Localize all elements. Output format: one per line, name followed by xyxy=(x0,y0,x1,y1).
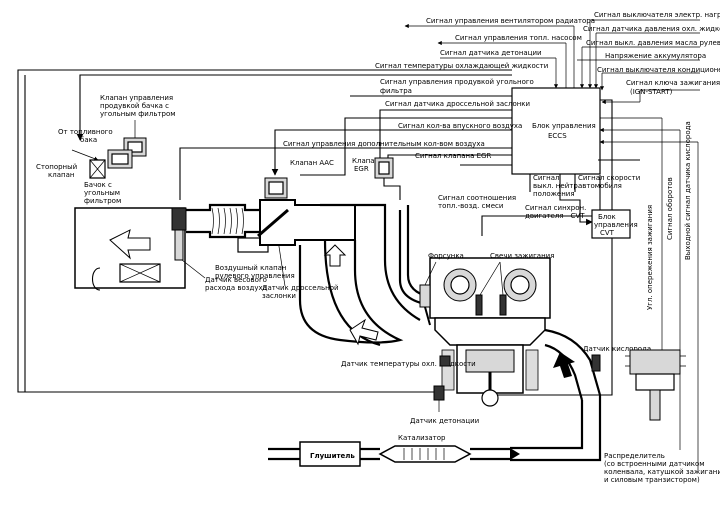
label-coolant-temp: Сигнал температуры охлаждающей жидкости xyxy=(375,62,548,70)
label-fuel-pump: Сигнал управления топл. насосом xyxy=(455,34,582,42)
label-canister-1: Бачок с xyxy=(84,181,112,189)
label-knock-signal: Сигнал датчика детонации xyxy=(440,49,542,57)
label-egr-valve-2: EGR xyxy=(354,165,369,173)
label-egr-valve-1: Клапан xyxy=(352,157,379,165)
label-purge-valve-1: Клапан управления xyxy=(100,94,173,102)
label-sync-1: Сигнал синхрон. xyxy=(525,204,586,212)
distributor xyxy=(625,349,686,421)
coolant-sensor xyxy=(439,355,451,367)
label-distributor-1: Распределитель xyxy=(604,452,665,460)
label-load-switch: Сигнал выключателя электр. нагрузки xyxy=(594,11,720,19)
oxygen-sensor xyxy=(591,354,601,372)
label-distributor-4: и силовым транзистором) xyxy=(604,476,700,484)
label-cvt-3: CVT xyxy=(600,229,615,237)
label-ignition-advance: Угл. опережения зажигания xyxy=(646,205,654,310)
label-battery: Напряжение аккумулятора xyxy=(605,52,706,60)
label-fan-signal: Сигнал управления вентилятором радиатора xyxy=(426,17,595,25)
label-aac-valve: Клапан ААС xyxy=(290,159,334,167)
ecu-label-1: Блок управления xyxy=(532,122,596,130)
air-filter xyxy=(74,207,186,291)
intake-manifold xyxy=(298,203,421,347)
label-speed-1: Сигнал скорости xyxy=(578,174,640,182)
label-airflow-signal: Сигнал кол-ва впускного воздуха xyxy=(398,122,522,130)
label-neutral-3: положения xyxy=(533,190,575,198)
label-throttle-signal: Сигнал датчика дроссельной заслонки xyxy=(385,100,530,108)
canister xyxy=(71,149,133,179)
throttle-body xyxy=(257,199,356,246)
label-fluid-pressure: Сигнал датчика давления охл. жидкости xyxy=(583,25,720,33)
engine-cylinder xyxy=(429,257,551,407)
label-purge-signal-2: фильтра xyxy=(380,87,412,95)
cvt-box xyxy=(591,209,631,239)
label-stop-valve-1: Стопорный xyxy=(36,163,77,171)
label-purge-valve-3: угольным фильтром xyxy=(100,110,176,118)
label-muffler: Глушитель xyxy=(310,452,355,460)
label-maf-2: расхода воздуха xyxy=(205,284,267,292)
label-catalyst: Катализатор xyxy=(398,434,446,442)
label-ratio-1: Сигнал соотношения xyxy=(438,194,516,202)
label-cvt-2: управления xyxy=(594,221,638,229)
label-stop-valve-2: клапан xyxy=(48,171,74,179)
signal-lines-right xyxy=(404,19,700,470)
label-oxygen-sensor: Датчик кислорода xyxy=(583,345,651,353)
label-distributor-3: коленвала, катушкой зажигания xyxy=(604,468,720,476)
label-steering-air-1: Воздушный клапан xyxy=(215,264,287,272)
label-canister-3: фильтром xyxy=(84,197,121,205)
label-purge-signal-1: Сигнал управления продувкой угольного xyxy=(380,78,534,86)
label-sync-2: двигателя - CVT xyxy=(525,212,585,220)
label-ac-switch: Сигнал выключателя кондиционера xyxy=(597,66,720,74)
label-canister-2: угольным xyxy=(84,189,120,197)
label-injector: Форсунка xyxy=(428,252,464,260)
label-neutral-1: Сигнал xyxy=(533,174,559,182)
label-steering-oil: Сигнал выкл. давления масла рулев. упр. xyxy=(586,39,720,47)
label-spark-plugs: Свечи зажигания xyxy=(490,252,554,260)
spark-plugs xyxy=(475,261,507,316)
ecu-label-2: ECCS xyxy=(548,132,567,140)
label-throttle-2: заслонки xyxy=(262,292,296,300)
signal-lines-main xyxy=(17,69,640,396)
egr-valve xyxy=(374,157,394,179)
label-distributor-2: (со встроенными датчиком xyxy=(604,460,705,468)
label-knock-sensor: Датчик детонации xyxy=(410,417,479,425)
label-ignition-key-1: Сигнал ключа зажигания xyxy=(626,79,720,87)
label-aux-air-signal: Сигнал управления дополнительным кол-вом… xyxy=(283,140,485,148)
label-egr-signal: Сигнал клапана EGR xyxy=(415,152,491,160)
label-steering-air-2: рулевого управления xyxy=(215,272,295,280)
catalyst xyxy=(378,445,472,463)
label-o2-output: Выходной сигнал датчика кислорода xyxy=(684,121,692,260)
label-rpm-signal: Сигнал оборотов xyxy=(666,177,674,240)
label-ignition-key-2: (IGN-START) xyxy=(630,88,673,96)
label-cvt-1: Блок xyxy=(598,213,616,221)
label-purge-valve-2: продувкой бачка с xyxy=(100,102,169,110)
maf-sensor xyxy=(171,207,187,261)
exhaust-manifold xyxy=(510,328,602,462)
label-from-tank-1: От топливного xyxy=(58,128,113,136)
knock-sensor xyxy=(433,385,445,401)
label-from-tank-2: бака xyxy=(80,136,97,144)
label-speed-2: автомобиля xyxy=(578,182,622,190)
label-ratio-2: топл.-возд. смеси xyxy=(438,202,503,210)
label-maf-1: Датчик весового xyxy=(205,276,267,284)
ecu-box xyxy=(511,87,601,175)
intake-duct xyxy=(186,203,260,239)
muffler xyxy=(299,441,361,467)
injector xyxy=(419,261,437,326)
label-neutral-2: выкл. нейтр. xyxy=(533,182,580,190)
label-coolant-sensor: Датчик температуры охл. жидкости xyxy=(341,360,476,368)
